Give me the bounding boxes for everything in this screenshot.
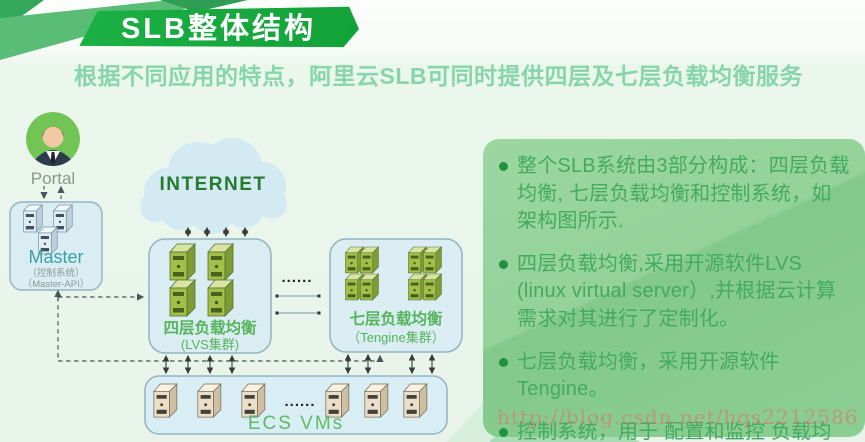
bullet-text: 整个SLB系统由3部分构成：四层负载均衡, 七层负载均衡和控制系统，如架构图所示… bbox=[517, 155, 850, 233]
control-links bbox=[54, 289, 384, 362]
bullet-item: 四层负载均衡,采用开源软件LVS (linux virtual server）,… bbox=[499, 251, 851, 334]
ecs-dots: ...... bbox=[284, 393, 315, 410]
l4-l7-links: ...... bbox=[275, 269, 321, 315]
watermark-text: http://blog.csdn.net/hqs2212586 bbox=[497, 405, 859, 429]
bullet-dot bbox=[499, 259, 508, 269]
bullet-dot bbox=[499, 162, 508, 171]
l4-sub: (LVS集群) bbox=[181, 337, 239, 352]
bullet-text: 四层负载均衡,采用开源软件LVS (linux virtual server）,… bbox=[517, 252, 837, 330]
ecs-box: ...... ECS VMs bbox=[144, 375, 448, 435]
portal-label: Portal bbox=[31, 169, 75, 188]
l7-sub: （Tengine集群） bbox=[347, 330, 445, 345]
internet-l4-links bbox=[184, 226, 249, 238]
master-sub1: （控制系统） bbox=[27, 267, 84, 279]
cluster-dots: ...... bbox=[281, 269, 312, 286]
internet-cloud: INTERNET bbox=[140, 138, 287, 234]
page-title: SLB整体结构 bbox=[120, 12, 316, 45]
l4-ecs-links bbox=[162, 354, 236, 375]
portal-avatar: Portal bbox=[26, 112, 80, 188]
bullet-text: 七层负载均衡，采用开源软件Tengine。 bbox=[517, 350, 780, 401]
bullet-item: 整个SLB系统由3部分构成：四层负载均衡, 七层负载均衡和控制系统，如架构图所示… bbox=[499, 153, 851, 236]
info-panel: 整个SLB系统由3部分构成：四层负载均衡, 七层负载均衡和控制系统，如架构图所示… bbox=[483, 139, 865, 442]
bullet-item: 控制系统，用于 配置和监控 负载均衡系统。 bbox=[499, 419, 851, 442]
ecs-label: ECS VMs bbox=[248, 413, 344, 434]
master-sub2: （Master-API） bbox=[23, 278, 90, 290]
l7-ecs-links bbox=[344, 353, 436, 375]
bullet-dot bbox=[499, 357, 508, 367]
page-subtitle: 根据不同应用的特点，阿里云SLB可同时提供四层及七层负载均衡服务 bbox=[74, 63, 803, 89]
internet-label: INTERNET bbox=[160, 174, 267, 195]
l7-box: 七层负载均衡 （Tengine集群） bbox=[329, 238, 463, 353]
l7-title: 七层负载均衡 bbox=[349, 309, 443, 328]
bullet-text: 控制系统，用于 配置和监控 负载均衡系统。 bbox=[517, 420, 832, 442]
bullet-item: 七层负载均衡，采用开源软件Tengine。 bbox=[499, 349, 851, 404]
title-banner: SLB整体结构 bbox=[79, 6, 359, 48]
l4-title: 四层负载均衡 bbox=[163, 318, 257, 337]
bullet-dot bbox=[499, 427, 508, 437]
master-title: Master bbox=[28, 247, 83, 267]
l4-box: 四层负载均衡 (LVS集群) bbox=[148, 238, 272, 354]
master-box: Master （控制系统） （Master-API） bbox=[9, 201, 103, 291]
portal-master-links bbox=[40, 185, 65, 200]
